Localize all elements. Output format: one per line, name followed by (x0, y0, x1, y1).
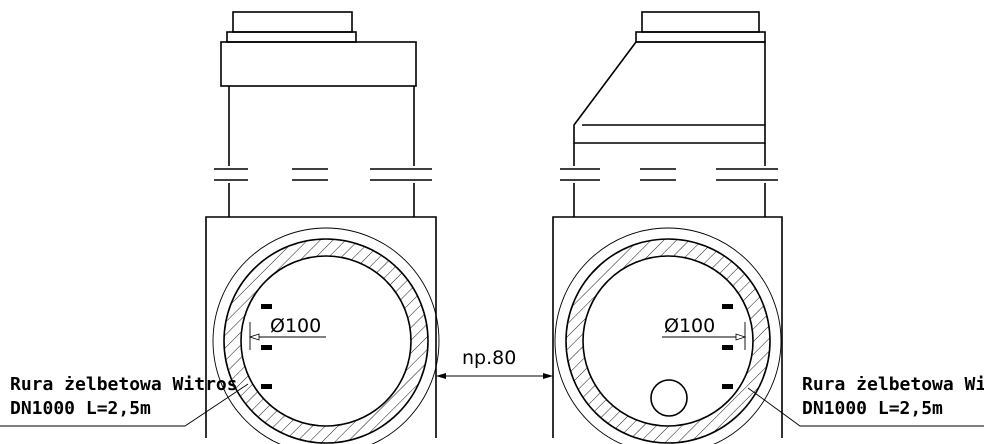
left-pipe-ring (212, 227, 440, 444)
left-top-cap (232, 11, 353, 33)
right-upper-ring (635, 31, 766, 43)
right-pipe-ring (554, 227, 782, 444)
right-diameter-dimension: Ø100 (662, 315, 747, 350)
spacing-dimension: np.80 (436, 347, 553, 379)
left-leader-line (0, 383, 249, 427)
spacing-label: np.80 (462, 347, 516, 369)
left-diameter-dimension: Ø100 (248, 315, 326, 350)
right-top-cap (641, 11, 760, 33)
left-pipe-label-line2: DN1000 L=2,5m (10, 398, 151, 419)
right-break-lines (560, 168, 778, 181)
left-step-irons (261, 304, 272, 389)
right-head-block (573, 41, 766, 144)
right-step-irons (722, 304, 733, 389)
right-pipe-label-line1: Rura żelbetowa Witros (802, 374, 984, 395)
right-manhole: Ø100 Rura żelbetowa Witros DN1000 L=2,5m (552, 11, 984, 444)
left-manhole: Ø100 Rura żelbetowa Witros DN1000 L=2,5m (0, 11, 440, 444)
left-head-block (220, 41, 417, 87)
left-base-box (205, 216, 437, 438)
left-upper-ring (226, 31, 357, 43)
left-break-lines (214, 168, 432, 181)
right-diameter-label: Ø100 (664, 315, 715, 337)
right-leader-line (747, 387, 984, 427)
right-pipe-label-line2: DN1000 L=2,5m (802, 398, 943, 419)
right-base-box (552, 216, 783, 438)
left-diameter-label: Ø100 (270, 315, 321, 337)
right-inlet-pipe (650, 379, 688, 417)
left-pipe-label-line1: Rura żelbetowa Witros (10, 374, 238, 395)
